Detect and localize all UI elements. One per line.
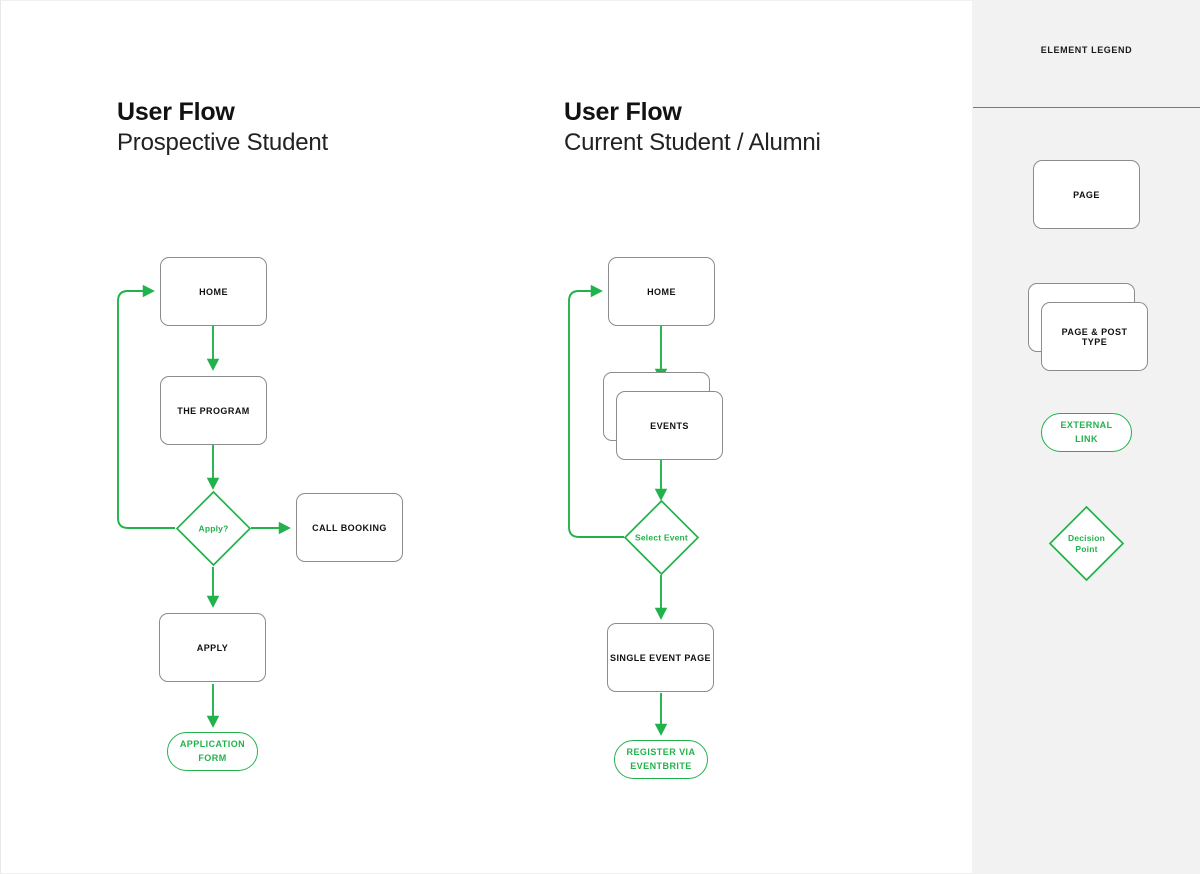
legend-page-post-label-line1: PAGE & POST — [1061, 326, 1128, 337]
node-apply-decision[interactable]: Apply? — [175, 490, 252, 567]
node-the-program-label: THE PROGRAM — [177, 405, 250, 416]
legend-title: ELEMENT LEGEND — [1040, 45, 1133, 55]
legend-page-post-label-line2: TYPE — [1081, 336, 1108, 347]
flow-heading-prospective: User Flow Prospective Student — [117, 97, 328, 158]
flow2-subtitle: Current Student / Alumni — [564, 128, 821, 156]
node-home-2-label: HOME — [647, 286, 676, 297]
diamond-shape-icon — [1048, 505, 1125, 582]
legend-item-page[interactable]: PAGE — [1033, 160, 1140, 229]
flow2-title: User Flow — [564, 98, 682, 126]
legend-external-link-label-line1: EXTERNAL — [1060, 420, 1113, 431]
node-register-eventbrite[interactable]: REGISTER VIA EVENTBRITE — [614, 740, 708, 779]
node-apply[interactable]: APPLY — [159, 613, 266, 682]
node-single-event-page[interactable]: SINGLE EVENT PAGE — [607, 623, 714, 692]
legend-item-page-label: PAGE — [1073, 189, 1100, 200]
node-single-event-page-label: SINGLE EVENT PAGE — [610, 652, 711, 663]
node-home[interactable]: HOME — [160, 257, 267, 326]
node-register-label-line2: EVENTBRITE — [630, 760, 692, 771]
node-apply-label: APPLY — [196, 642, 229, 653]
node-home-label: HOME — [199, 286, 228, 297]
node-events-front-card[interactable]: EVENTS — [616, 391, 723, 460]
flow-heading-current: User Flow Current Student / Alumni — [564, 97, 821, 158]
node-the-program[interactable]: THE PROGRAM — [160, 376, 267, 445]
node-application-form-label-line2: FORM — [198, 752, 227, 763]
diamond-shape-icon — [623, 499, 700, 576]
legend-external-link-label-line2: LINK — [1075, 433, 1098, 444]
node-call-booking[interactable]: CALL BOOKING — [296, 493, 403, 562]
diamond-shape-icon — [175, 490, 252, 567]
diagram-canvas: User Flow Prospective Student HOME THE P… — [0, 0, 972, 874]
legend-item-external-link[interactable]: EXTERNAL LINK — [1041, 413, 1132, 452]
flow1-title: User Flow — [117, 98, 235, 126]
node-select-event-decision[interactable]: Select Event — [623, 499, 700, 576]
legend-item-decision-point[interactable]: Decision Point — [1048, 505, 1125, 582]
node-application-form[interactable]: APPLICATION FORM — [167, 732, 258, 771]
flow1-subtitle: Prospective Student — [117, 128, 328, 156]
node-application-form-label-line1: APPLICATION — [179, 739, 246, 750]
element-legend-panel: ELEMENT LEGEND PAGE PAGE & POST TYPE EXT… — [973, 0, 1200, 874]
legend-page-post-front-card[interactable]: PAGE & POST TYPE — [1041, 302, 1148, 371]
node-events-label: EVENTS — [650, 420, 689, 431]
legend-divider — [973, 107, 1200, 108]
node-call-booking-label: CALL BOOKING — [312, 522, 387, 533]
legend-item-page-post-type[interactable]: PAGE & POST TYPE — [1028, 283, 1148, 371]
node-register-label-line1: REGISTER VIA — [626, 747, 696, 758]
node-home-2[interactable]: HOME — [608, 257, 715, 326]
node-events-stack[interactable]: EVENTS — [603, 372, 723, 460]
